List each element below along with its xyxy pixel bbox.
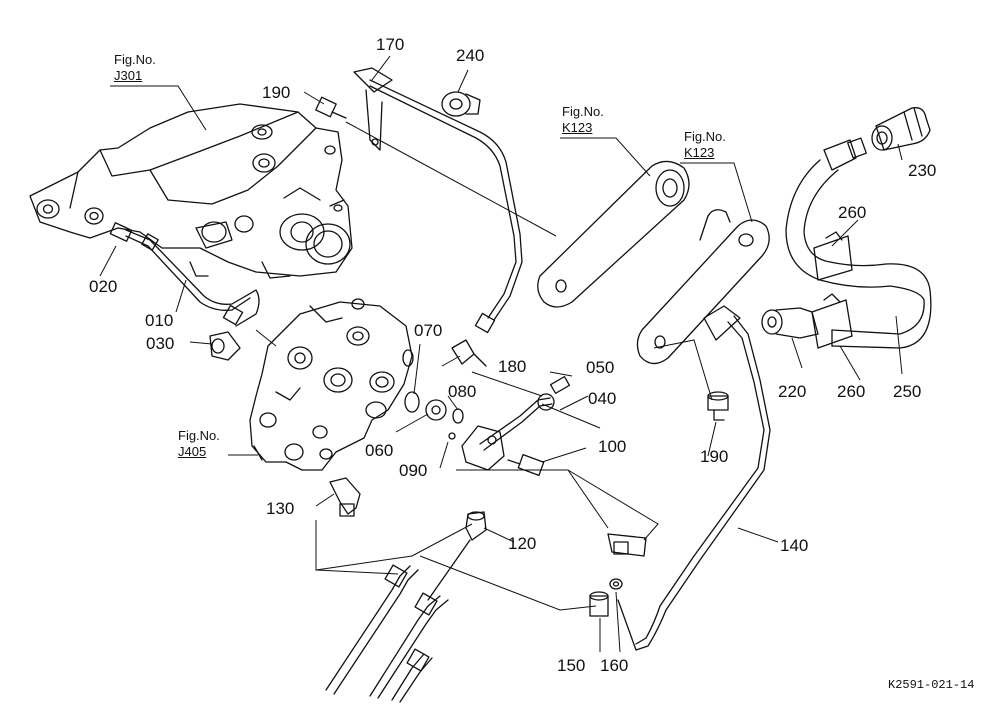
oring-070 — [404, 391, 420, 413]
plug-050 — [549, 376, 571, 394]
fig-ref-j301: Fig.No. J301 — [114, 52, 156, 85]
clamp-260-bottom — [811, 293, 853, 349]
oring-090 — [448, 432, 456, 440]
part-label-030: 030 — [146, 334, 175, 353]
part-label-160: 160 — [600, 656, 629, 675]
pipe-040 — [479, 393, 555, 451]
fig-ref-prefix: Fig.No. — [114, 52, 156, 67]
fig-ref-k123-right: Fig.No. K123 — [684, 129, 726, 162]
part-label-130: 130 — [266, 499, 295, 518]
part-label-020: 020 — [89, 277, 118, 296]
bolt-190-top — [315, 96, 347, 119]
fitting-060 — [425, 399, 447, 421]
fig-ref-prefix: Fig.No. — [178, 428, 220, 443]
fig-ref-k123-left: Fig.No. K123 — [562, 104, 604, 137]
part-label-050: 050 — [586, 358, 615, 377]
bolt-150 — [589, 591, 609, 617]
fig-ref-prefix: Fig.No. — [684, 129, 726, 144]
lower-pipes — [325, 539, 471, 703]
nut-240 — [441, 91, 481, 117]
part-label-180: 180 — [498, 357, 527, 376]
lift-arm-rear — [537, 160, 690, 308]
part-label-060: 060 — [365, 441, 394, 460]
pipe-170 — [353, 67, 523, 334]
elbow-180 — [451, 339, 487, 367]
part-label-150: 150 — [557, 656, 586, 675]
part-label-100: 100 — [598, 437, 627, 456]
part-label-070: 070 — [414, 321, 443, 340]
fitting-020 — [109, 222, 133, 242]
part-label-090: 090 — [399, 461, 428, 480]
hose-fitting-top — [823, 137, 867, 171]
fig-ref-number: J301 — [114, 68, 143, 84]
clamp-260-top — [813, 231, 853, 281]
fig-ref-number: K123 — [684, 145, 715, 161]
part-label-190-right: 190 — [700, 447, 729, 466]
part-label-260-top: 260 — [838, 203, 867, 222]
washer-160 — [609, 578, 623, 590]
leader-lines — [99, 55, 903, 653]
fig-ref-j405: Fig.No. J405 — [178, 428, 220, 461]
part-label-010: 010 — [145, 311, 174, 330]
hydraulic-pump-body — [249, 298, 414, 471]
part-label-250: 250 — [893, 382, 922, 401]
fig-ref-number: J405 — [178, 444, 207, 460]
hose-250 — [785, 159, 932, 349]
bolt-190-right — [707, 391, 729, 421]
fitting-220 — [761, 307, 819, 339]
part-label-080: 080 — [448, 382, 477, 401]
drawing-code: K2591-021-14 — [888, 678, 975, 692]
part-label-260-bottom: 260 — [837, 382, 866, 401]
part-label-190-top: 190 — [262, 83, 291, 102]
part-label-120: 120 — [508, 534, 537, 553]
pipe-010 — [125, 229, 260, 327]
elbow-120 — [465, 511, 487, 541]
adapter-230 — [871, 107, 931, 151]
block-joint — [461, 425, 505, 471]
part-label-040: 040 — [588, 389, 617, 408]
fig-ref-prefix: Fig.No. — [562, 104, 604, 119]
gear-case-housing — [29, 103, 353, 279]
part-label-170: 170 — [376, 35, 405, 54]
bolt-100 — [507, 454, 545, 476]
part-label-240: 240 — [456, 46, 485, 65]
lift-arm-front — [636, 209, 770, 365]
fitting-030 — [209, 331, 241, 361]
part-label-140: 140 — [780, 536, 809, 555]
fig-ref-number: K123 — [562, 120, 593, 136]
elbow-130 — [329, 477, 361, 517]
part-label-230: 230 — [908, 161, 937, 180]
oring-080 — [452, 408, 464, 424]
part-label-220: 220 — [778, 382, 807, 401]
pipe-140 — [607, 305, 771, 651]
